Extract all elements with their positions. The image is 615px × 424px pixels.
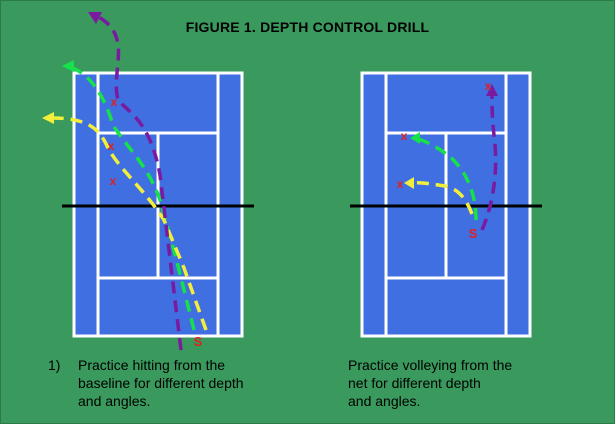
right-caption-line-2: net for different depth — [348, 375, 481, 391]
left-purple-arrowhead — [88, 12, 102, 24]
right-caption-line-1: Practice volleying from the — [348, 357, 513, 373]
right-purple-arrowhead — [486, 84, 498, 96]
left-caption-line-1: 1)Practice hitting from the — [48, 357, 226, 373]
target-marker: x — [397, 177, 404, 191]
target-marker: x — [485, 79, 492, 93]
left-caption-line-3: and angles. — [78, 393, 151, 409]
target-marker: x — [111, 95, 118, 109]
left-court — [62, 71, 254, 338]
right-yellow-path — [407, 181, 474, 215]
right-purple-path — [480, 91, 498, 231]
left-caption: 1)Practice hitting from the baseline for… — [48, 356, 244, 410]
right-green-arrowhead — [410, 132, 420, 144]
left-green-path — [67, 64, 196, 331]
left-caption-number: 1) — [48, 357, 61, 373]
start-marker-right: S — [469, 226, 478, 241]
target-marker: x — [401, 129, 408, 143]
right-green-path — [413, 136, 478, 221]
right-yellow-arrowhead — [404, 177, 414, 189]
right-caption: Practice volleying from the net for diff… — [348, 356, 512, 410]
left-green-arrowhead — [62, 60, 74, 72]
right-caption-line-3: and angles. — [348, 393, 421, 409]
target-marker: x — [110, 174, 117, 188]
figure-title: FIGURE 1. DEPTH CONTROL DRILL — [185, 19, 430, 35]
left-yellow-arrowhead — [42, 112, 54, 124]
left-caption-line-2: baseline for different depth — [78, 375, 244, 391]
left-purple-path — [94, 13, 183, 351]
start-marker-left: S — [194, 334, 203, 349]
target-marker: x — [108, 139, 115, 153]
right-court — [350, 71, 542, 338]
